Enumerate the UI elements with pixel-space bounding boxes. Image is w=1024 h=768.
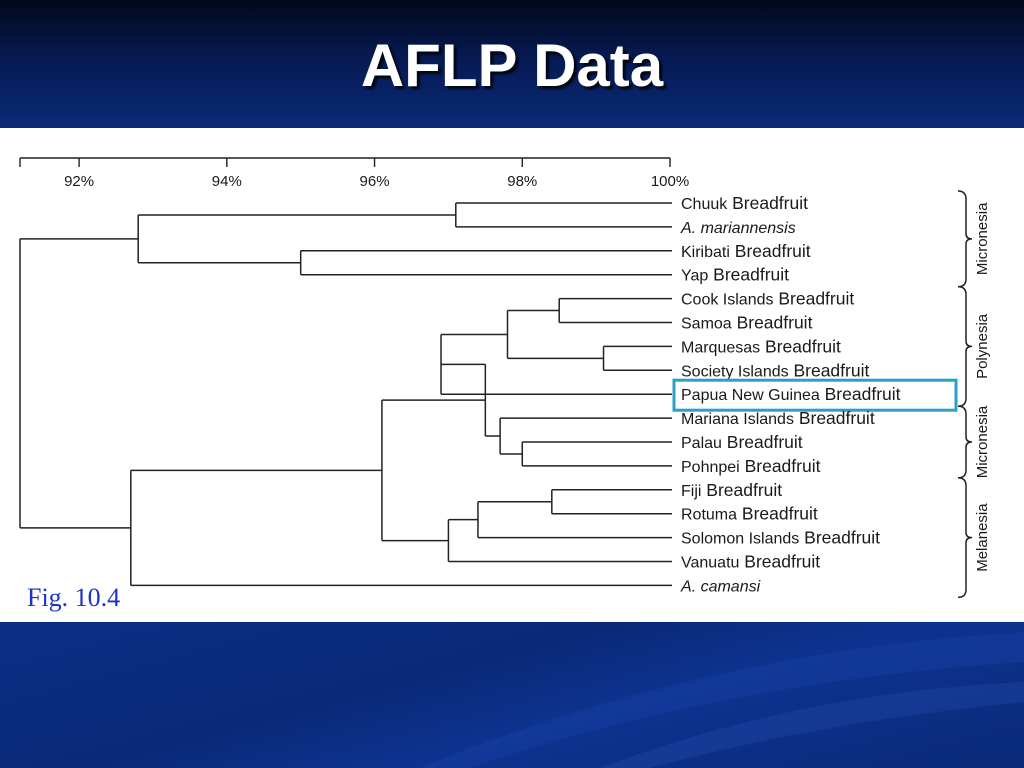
- dendrogram: 92% 94% 96% 98% 100% Chuuk Breadfruit A. mari…: [19, 157, 991, 599]
- leaf-label: Society Islands Breadfruit: [681, 360, 869, 380]
- leaf-place: Solomon Islands: [681, 531, 799, 548]
- region-brace: [957, 477, 973, 599]
- leaf-label: Samoa Breadfruit: [681, 313, 813, 333]
- leaf-place: Marquesas: [681, 339, 760, 356]
- leaf-label: Papua New Guinea Breadfruit: [681, 384, 901, 404]
- leaf-place: Cook Islands: [681, 292, 774, 309]
- leaf-suffix: Breadfruit: [722, 432, 803, 452]
- region-brace: [957, 405, 973, 479]
- leaf-suffix: Breadfruit: [727, 193, 808, 213]
- leaf-suffix: Breadfruit: [794, 408, 875, 428]
- region-label: Micronesia: [974, 202, 991, 275]
- leaf-place: Mariana Islands: [681, 411, 794, 428]
- leaf-place: Pohnpei: [681, 459, 740, 476]
- dendrogram-tree: [19, 202, 672, 587]
- figure-panel: [0, 128, 1024, 622]
- leaf-place: Rotuma: [681, 507, 737, 524]
- leaf-place: A. mariannensis: [680, 220, 796, 237]
- leaf-label: A. camansi: [680, 578, 761, 595]
- leaf-label: Solomon Islands Breadfruit: [681, 528, 880, 548]
- region-label: Micronesia: [974, 405, 991, 478]
- region-brace: [957, 285, 973, 407]
- decorative-swoosh: [420, 632, 1024, 768]
- leaf-suffix: Breadfruit: [732, 313, 813, 333]
- leaf-label: Cook Islands Breadfruit: [681, 289, 854, 309]
- leaf-place: Kiribati: [681, 244, 730, 261]
- leaf-place: Yap: [681, 268, 708, 285]
- axis-tick-label: 92%: [64, 173, 94, 190]
- leaf-label: Vanuatu Breadfruit: [681, 552, 820, 572]
- leaf-suffix: Breadfruit: [774, 289, 855, 309]
- leaf-label: Yap Breadfruit: [681, 265, 789, 285]
- leaf-label: Chuuk Breadfruit: [681, 193, 808, 213]
- leaf-place: Papua New Guinea: [681, 387, 820, 404]
- leaf-place: Society Islands: [681, 363, 789, 380]
- leaf-labels: Chuuk Breadfruit A. mariannensisKiribati …: [672, 193, 958, 595]
- leaf-label: Pohnpei Breadfruit: [681, 456, 821, 476]
- leaf-label: Kiribati Breadfruit: [681, 241, 811, 261]
- axis-tick-label: 96%: [360, 173, 390, 190]
- leaf-label: Marquesas Breadfruit: [681, 336, 841, 356]
- leaf-label: Palau Breadfruit: [681, 432, 803, 452]
- leaf-suffix: Breadfruit: [820, 384, 901, 404]
- leaf-label: A. mariannensis: [680, 220, 796, 237]
- leaf-suffix: Breadfruit: [799, 528, 880, 548]
- similarity-axis: 92% 94% 96% 98% 100%: [19, 157, 689, 190]
- region-brace: [957, 190, 973, 288]
- bottom-band: [0, 622, 1024, 768]
- leaf-suffix: Breadfruit: [730, 241, 811, 261]
- leaf-place: Chuuk: [681, 196, 728, 213]
- leaf-suffix: Breadfruit: [737, 504, 818, 524]
- leaf-label: Rotuma Breadfruit: [681, 504, 818, 524]
- leaf-suffix: Breadfruit: [760, 336, 841, 356]
- leaf-place: A. camansi: [680, 578, 761, 595]
- axis-tick-label: 98%: [507, 173, 537, 190]
- axis-tick-label: 94%: [212, 173, 242, 190]
- leaf-suffix: Breadfruit: [740, 456, 821, 476]
- leaf-label: Fiji Breadfruit: [681, 480, 782, 500]
- figure-label: Fig. 10.4: [27, 583, 121, 612]
- leaf-label: Mariana Islands Breadfruit: [681, 408, 875, 428]
- leaf-place: Vanuatu: [681, 555, 739, 572]
- region-label: Melanesia: [974, 503, 991, 572]
- slide-title: AFLP Data: [360, 32, 664, 99]
- leaf-suffix: Breadfruit: [708, 265, 789, 285]
- leaf-suffix: Breadfruit: [701, 480, 782, 500]
- leaf-place: Palau: [681, 435, 722, 452]
- region-label: Polynesia: [974, 313, 991, 379]
- title-bar: AFLP Data: [0, 0, 1024, 128]
- highlight-box: [672, 378, 958, 412]
- leaf-suffix: Breadfruit: [789, 360, 870, 380]
- axis-tick-label: 100%: [651, 173, 689, 190]
- leaf-place: Samoa: [681, 316, 732, 333]
- leaf-suffix: Breadfruit: [739, 552, 820, 572]
- leaf-place: Fiji: [681, 483, 701, 500]
